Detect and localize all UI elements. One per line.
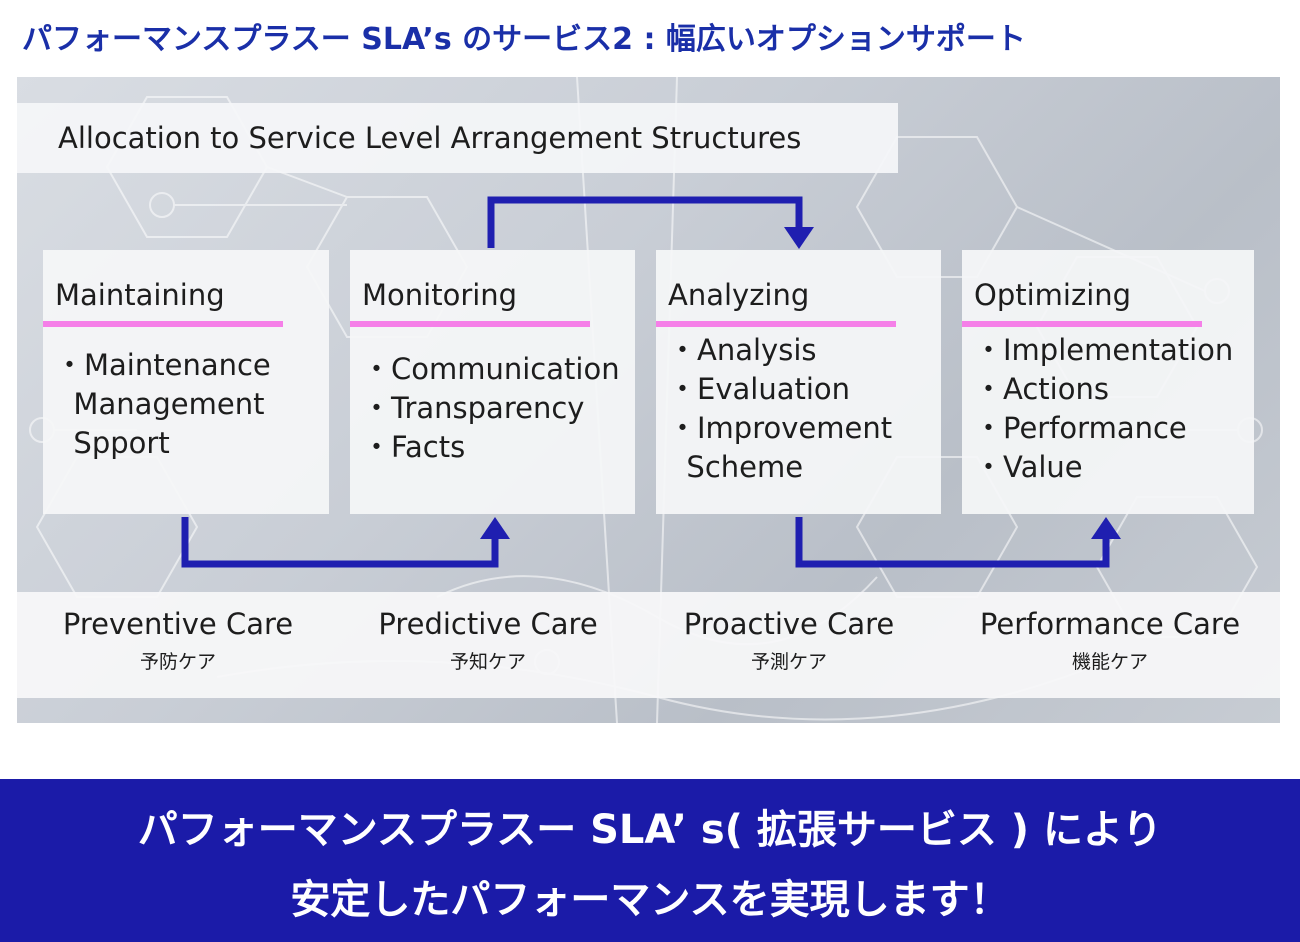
arrow-analyzing-to-optimizing xyxy=(799,517,1106,564)
arrow-maintaining-to-monitoring xyxy=(185,517,495,564)
banner-line-1: パフォーマンスプラスー SLA’ s( 拡張サービス ) により xyxy=(0,797,1300,855)
bottom-banner: パフォーマンスプラスー SLA’ s( 拡張サービス ) により 安定したパフォ… xyxy=(0,779,1300,942)
flow-arrows xyxy=(17,77,1280,723)
page-title: パフォーマンスプラスー SLA’s のサービス2 : 幅広いオプションサポート xyxy=(22,14,1026,58)
arrowhead-up xyxy=(480,517,510,539)
arrowhead-up xyxy=(1091,517,1121,539)
arrow-monitoring-to-analyzing xyxy=(491,200,799,248)
diagram-panel: Allocation to Service Level Arrangement … xyxy=(17,77,1280,723)
banner-line-2: 安定したパフォーマンスを実現します！ xyxy=(0,867,1300,925)
arrowhead-down xyxy=(784,227,814,249)
